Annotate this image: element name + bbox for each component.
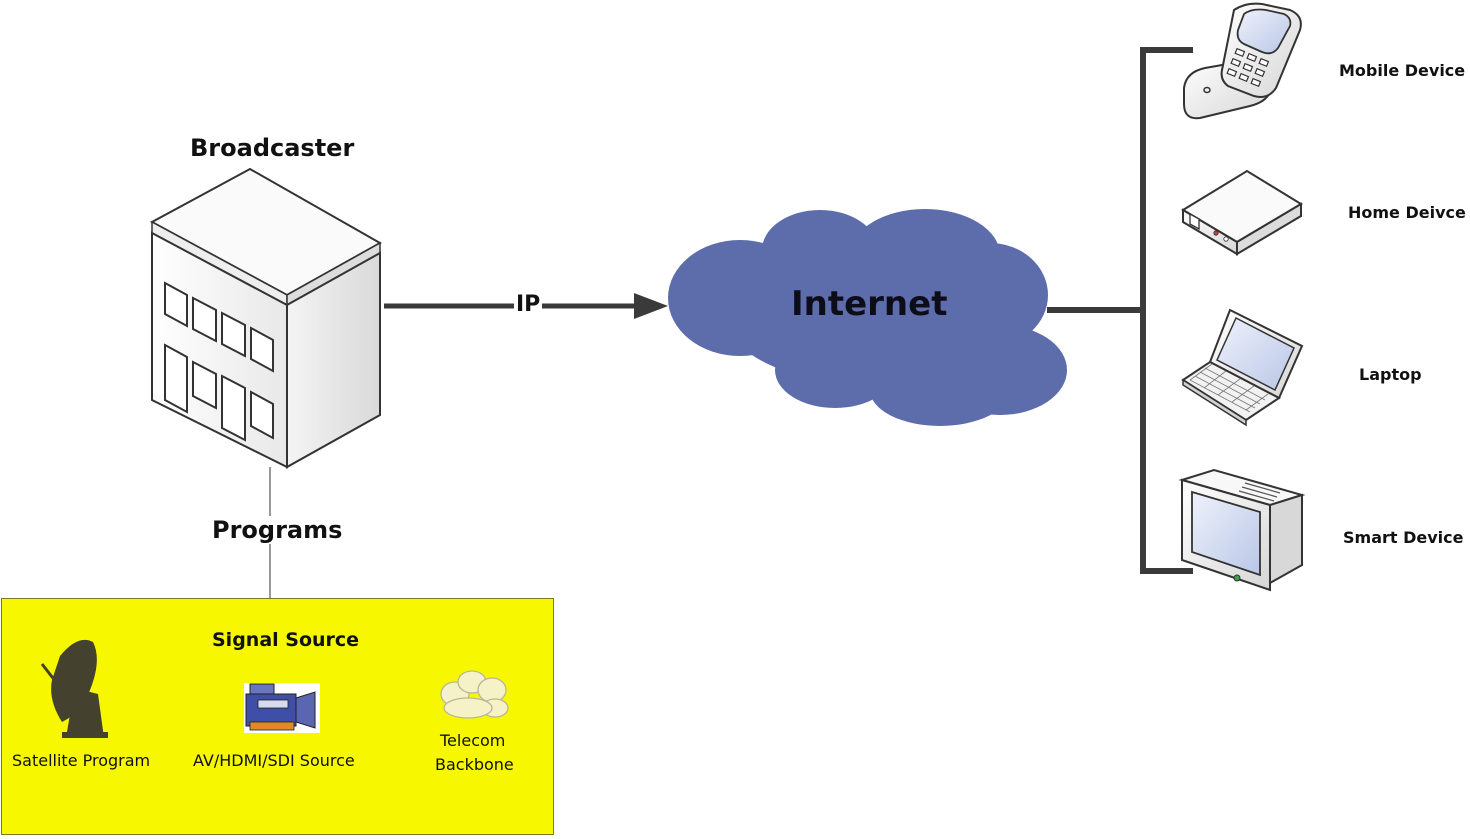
cloud-icon	[440, 670, 509, 719]
telecom-backbone-label-line2: Backbone	[435, 755, 514, 774]
crt-monitor-icon	[1178, 468, 1306, 592]
internet-label: Internet	[791, 284, 948, 324]
video-camera-icon	[244, 683, 320, 733]
signal-source-title: Signal Source	[212, 629, 360, 651]
smart-device-label: Smart Device	[1343, 528, 1464, 547]
ip-label: IP	[514, 292, 543, 317]
home-device-label: Home Deivce	[1348, 203, 1466, 222]
broadcaster-building-icon	[149, 167, 383, 469]
laptop-icon	[1181, 308, 1304, 427]
laptop-label: Laptop	[1359, 365, 1422, 384]
telecom-backbone-label-line1: Telecom	[440, 731, 506, 750]
flip-phone-icon	[1183, 2, 1302, 120]
av-source-label: AV/HDMI/SDI Source	[193, 751, 355, 770]
programs-label: Programs	[210, 516, 345, 544]
set-top-box-icon	[1181, 169, 1303, 256]
mobile-device-label: Mobile Device	[1339, 61, 1466, 80]
satellite-program-label: Satellite Program	[12, 751, 151, 770]
broadcaster-label: Broadcaster	[190, 134, 355, 162]
device-bus	[1047, 47, 1193, 574]
internet-cloud-icon	[668, 209, 1067, 426]
ip-arrow	[384, 293, 668, 319]
satellite-dish-icon	[40, 639, 108, 738]
